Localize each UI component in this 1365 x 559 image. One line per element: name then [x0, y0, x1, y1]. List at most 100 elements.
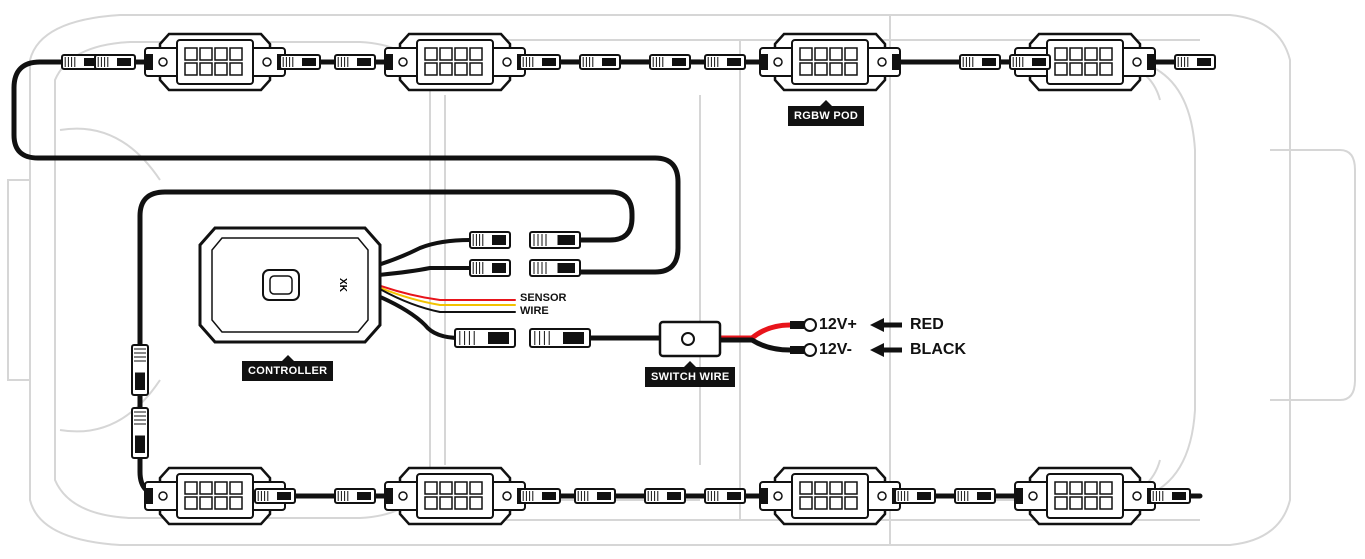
rgbw-pod	[759, 466, 901, 526]
sensor-wire-label-line2: WIRE	[520, 305, 549, 317]
led-cell	[1099, 62, 1113, 76]
connector-plug	[61, 54, 103, 70]
led-cell	[454, 47, 468, 61]
led-cell	[844, 481, 858, 495]
led-cell	[1069, 47, 1083, 61]
sensor-wire-yellow	[377, 286, 516, 306]
connector-plug	[454, 328, 516, 348]
led-cell	[454, 62, 468, 76]
rgbw-pod-label: RGBW POD	[788, 100, 865, 126]
led-cell	[184, 47, 198, 61]
led-cell	[424, 481, 438, 495]
led-cell	[1084, 481, 1098, 495]
connector-plug	[1149, 488, 1191, 504]
connector-plug	[131, 344, 149, 396]
controller-unit: XK	[198, 226, 382, 344]
connector-plug	[704, 54, 746, 70]
led-cell	[1069, 481, 1083, 495]
led-cell	[799, 47, 813, 61]
arrow-left-icon	[870, 318, 884, 332]
negative-terminal-label: 12V-	[819, 341, 852, 358]
led-cell	[469, 496, 483, 510]
led-cell	[799, 62, 813, 76]
led-cell	[424, 496, 438, 510]
led-cell	[1099, 47, 1113, 61]
led-cell	[844, 496, 858, 510]
sensor-wire-label-line1: SENSOR	[520, 292, 567, 304]
switch-wire-label: SWITCH WIRE	[645, 361, 736, 387]
led-cell	[829, 481, 843, 495]
led-cell	[184, 481, 198, 495]
connector-plug	[1009, 54, 1051, 70]
led-cell	[439, 62, 453, 76]
led-cell	[439, 481, 453, 495]
led-cell	[1069, 62, 1083, 76]
positive-wire	[717, 322, 793, 341]
led-cell	[214, 47, 228, 61]
connector-plug	[334, 54, 376, 70]
connector-plug	[579, 54, 621, 70]
led-cell	[184, 62, 198, 76]
led-cell	[424, 47, 438, 61]
led-cell	[814, 496, 828, 510]
rgbw-pod	[384, 32, 526, 92]
connector-plug	[519, 54, 561, 70]
led-cell	[1069, 496, 1083, 510]
led-cell	[829, 47, 843, 61]
led-cell	[1084, 496, 1098, 510]
connector-plug	[1174, 54, 1216, 70]
feed-wire	[137, 189, 635, 348]
led-cell	[199, 496, 213, 510]
led-cell	[1099, 496, 1113, 510]
led-cell	[814, 62, 828, 76]
switch-box	[658, 320, 722, 358]
connector-plug	[649, 54, 691, 70]
led-cell	[1084, 47, 1098, 61]
connector-plug	[519, 488, 561, 504]
positive-terminal-label: 12V+	[819, 316, 857, 333]
connector-plug	[529, 328, 591, 348]
wire-harness	[11, 59, 1203, 499]
led-cell	[229, 62, 243, 76]
led-cell	[439, 496, 453, 510]
arrow-left-icon	[870, 343, 884, 357]
led-cell	[1084, 62, 1098, 76]
negative-ring-terminal	[803, 343, 817, 357]
led-cell	[469, 47, 483, 61]
connector-plug	[644, 488, 686, 504]
controller-output-wire-1	[376, 238, 472, 267]
led-cell	[829, 62, 843, 76]
led-cell	[829, 496, 843, 510]
led-cell	[424, 62, 438, 76]
connectors-group	[61, 54, 1216, 504]
led-cell	[1054, 47, 1068, 61]
controller-switch-wire	[376, 294, 462, 340]
led-cell	[439, 47, 453, 61]
connector-plug	[334, 488, 376, 504]
led-cell	[1054, 481, 1068, 495]
controller-button	[262, 269, 300, 301]
connector-plug	[94, 54, 136, 70]
rgbw-pod	[144, 32, 286, 92]
rgbw-pod	[384, 466, 526, 526]
rgbw-pod	[759, 32, 901, 92]
led-cell	[229, 481, 243, 495]
led-cell	[844, 47, 858, 61]
connector-plug	[954, 488, 996, 504]
led-cell	[454, 481, 468, 495]
pods-group	[144, 32, 1156, 526]
sensor-wire-black	[377, 287, 516, 313]
connector-plug	[529, 259, 581, 277]
rgbw-pod	[144, 466, 286, 526]
led-cell	[814, 481, 828, 495]
positive-ring-terminal	[803, 318, 817, 332]
led-cell	[469, 62, 483, 76]
connector-plug	[131, 407, 149, 459]
negative-wire	[717, 337, 793, 353]
connector-plug	[894, 488, 936, 504]
negative-color-label: BLACK	[910, 341, 966, 358]
led-cell	[214, 496, 228, 510]
led-cell	[214, 62, 228, 76]
controller-label: CONTROLLER	[242, 355, 334, 381]
led-cell	[184, 496, 198, 510]
